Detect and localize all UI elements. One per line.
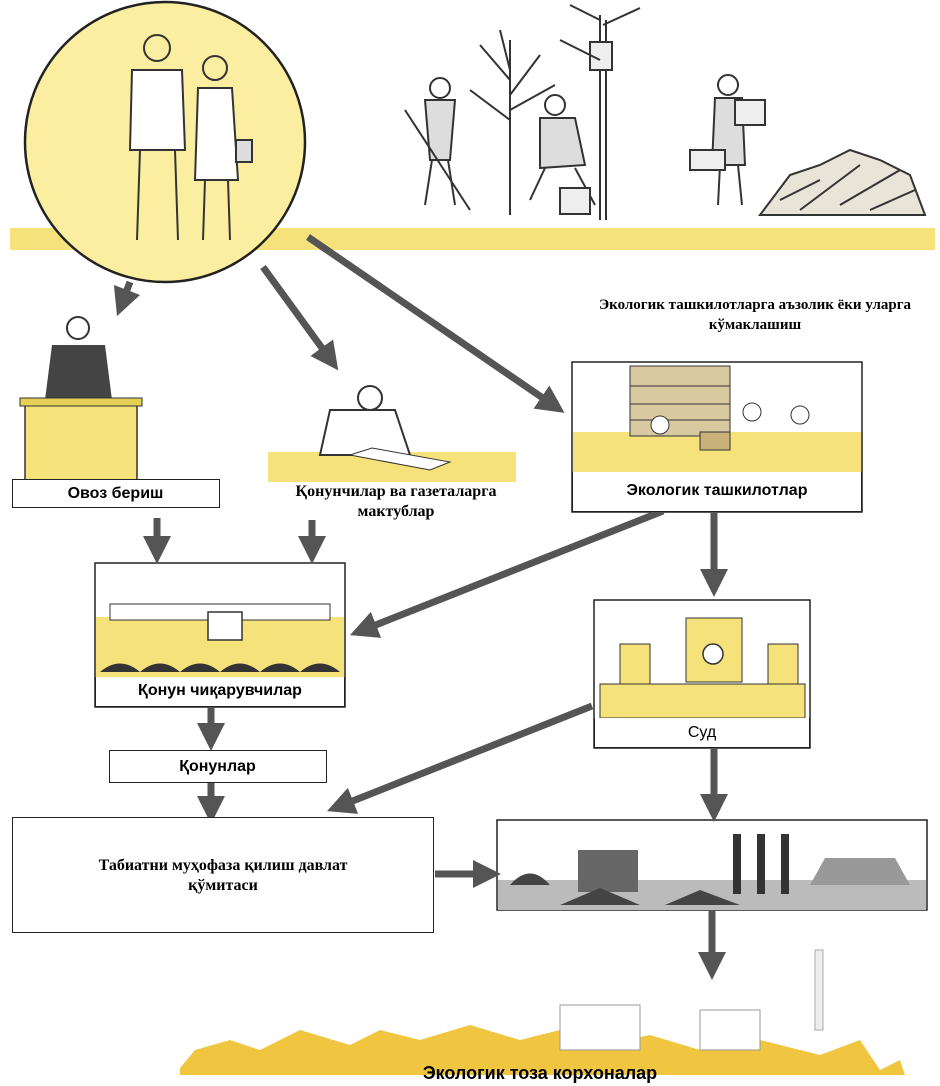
eco-orgs-label-box: Экологик ташкилотлар: [572, 472, 862, 512]
state-committee-box: Табиатни муҳофаза қилиш давлат қўмитаси: [12, 817, 434, 933]
letters-label: Қонунчилар ва газеталарга мактублар: [295, 483, 497, 520]
lawmakers-label: Қонун чиқарувчилар: [138, 682, 302, 699]
laws-label: Қонунлар: [179, 758, 256, 775]
clean-factories-label: Экологик тоза корхоналар: [422, 1063, 658, 1083]
laws-box: Қонунлар: [109, 750, 327, 783]
court-label: Суд: [687, 724, 717, 741]
polluting-factory-illustration: [496, 819, 928, 911]
voting-illustration: [19, 316, 143, 481]
voting-box: Овоз бериш: [12, 479, 220, 508]
voting-label: Овоз бериш: [67, 485, 164, 502]
clean-factory-illustration: [180, 949, 905, 1075]
couple-illustration: [128, 34, 253, 241]
eco-orgs-label: Экологик ташкилотлар: [626, 482, 808, 499]
lawmakers-label-box: Қонун чиқарувчилар: [95, 677, 345, 707]
letter-writer-illustration: [268, 385, 516, 482]
membership-label: Экологик ташкилотларга аъзолик ёки уларг…: [598, 297, 912, 333]
state-committee-label: Табиатни муҳофаза қилиш давлат қўмитаси: [98, 857, 348, 894]
court-label-box: Суд: [594, 718, 810, 748]
flow-arrows: [113, 234, 728, 980]
volunteers-illustration: [404, 4, 927, 220]
